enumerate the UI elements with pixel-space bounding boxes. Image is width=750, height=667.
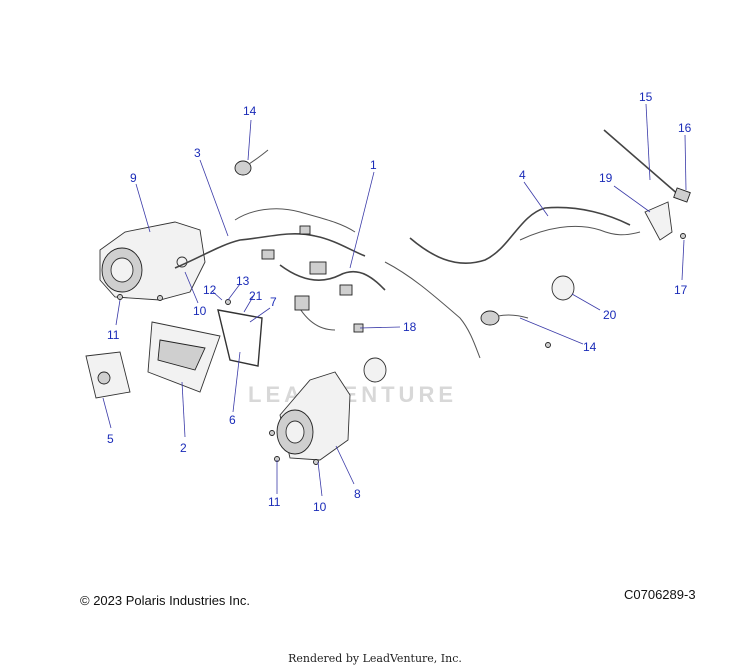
bezel [147,321,221,393]
callout-13[interactable]: 13 [236,274,250,288]
round-connector-top [234,149,269,176]
callout-16[interactable]: 16 [678,121,692,135]
callout-8[interactable]: 8 [354,487,361,501]
rendered-by-credit: Rendered by LeadVenture, Inc. [288,652,462,665]
left-speaker-housing [99,221,206,301]
callout-11b[interactable]: 11 [268,495,281,509]
harness-right [409,206,641,264]
harness-left-branch [174,208,366,269]
cap-20 [551,275,575,301]
callout-5[interactable]: 5 [107,432,114,446]
callout-11a[interactable]: 11 [107,328,120,342]
callout-2[interactable]: 2 [180,441,187,455]
callout-9[interactable]: 9 [130,171,137,185]
callout-1[interactable]: 1 [370,158,377,172]
callout-20[interactable]: 20 [603,308,617,322]
antenna-assembly [603,129,691,241]
callout-4[interactable]: 4 [519,168,526,182]
watermark: LEADVENTURE [248,382,457,407]
leader-lines [102,103,687,497]
callout-3[interactable]: 3 [194,146,201,160]
callout-14a[interactable]: 14 [243,104,257,118]
callouts: 1 2 3 4 5 6 7 8 9 10 10 11 11 12 13 14 1… [107,90,692,514]
right-speaker-housing [276,371,351,461]
drawing-id: C0706289-3 [624,587,696,602]
callout-7[interactable]: 7 [270,295,277,309]
callout-6[interactable]: 6 [229,413,236,427]
cap-center [363,357,387,383]
callout-18[interactable]: 18 [403,320,417,334]
callout-10a[interactable]: 10 [193,304,207,318]
callout-21[interactable]: 21 [249,289,263,303]
callout-19[interactable]: 19 [599,171,613,185]
round-connector-right [480,310,529,326]
callout-14b[interactable]: 14 [583,340,597,354]
copyright-text: © 2023 Polaris Industries Inc. [80,593,250,608]
radio-head-unit [85,351,131,399]
callout-15[interactable]: 15 [639,90,653,104]
callout-12[interactable]: 12 [203,283,217,297]
callout-10b[interactable]: 10 [313,500,327,514]
mounting-bracket [217,309,263,367]
callout-17[interactable]: 17 [674,283,688,297]
screws [117,233,686,465]
harness-center [279,261,481,359]
